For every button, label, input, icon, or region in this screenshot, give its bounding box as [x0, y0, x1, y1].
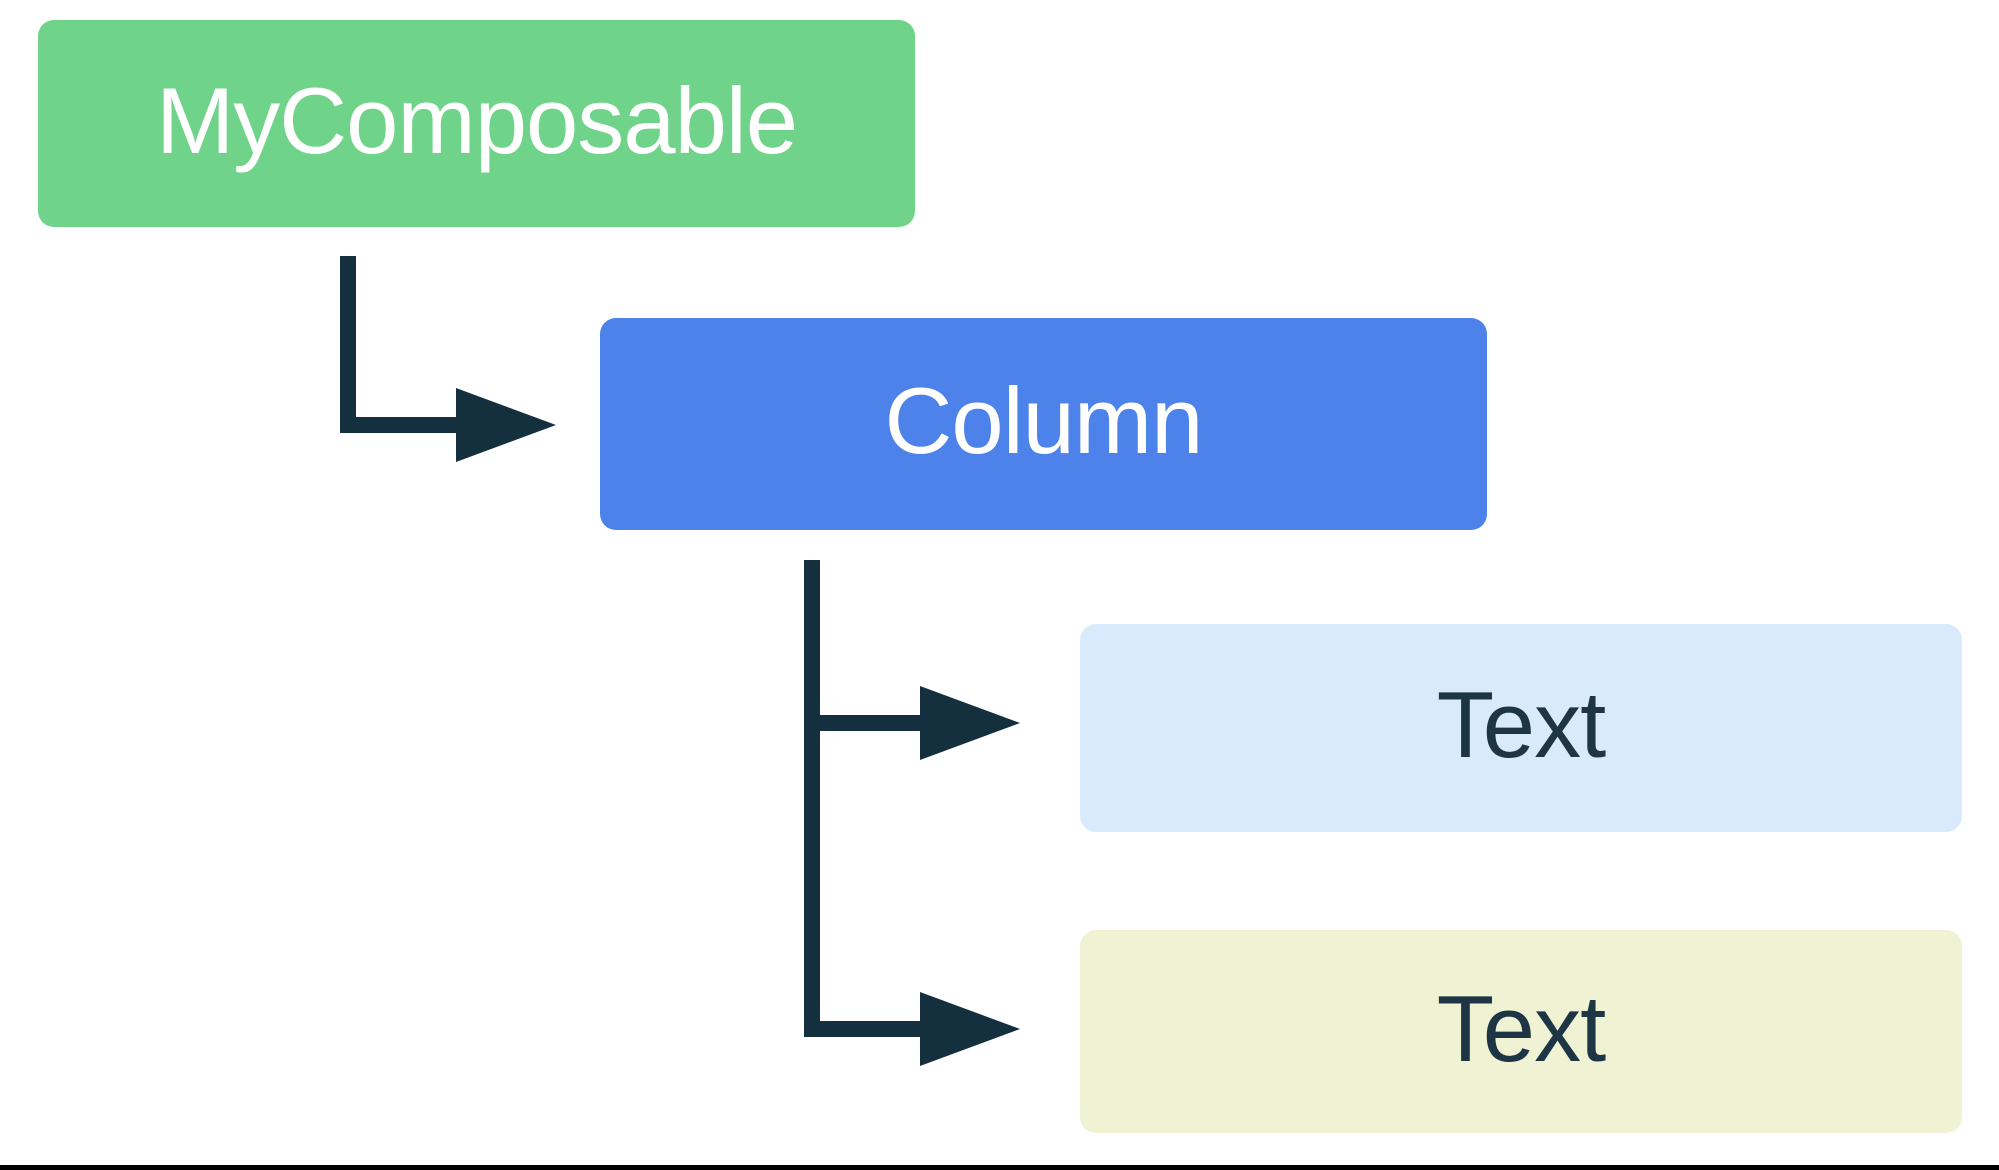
- node-column-label: Column: [884, 368, 1204, 473]
- connector-vertical-line: [804, 560, 820, 1037]
- arrowhead-icon: [920, 992, 1020, 1066]
- connector-horizontal-line: [804, 715, 920, 731]
- node-mycomposable-label: MyComposable: [155, 67, 798, 173]
- node-text-1-label: Text: [1436, 672, 1606, 777]
- connector-horizontal-line: [340, 417, 456, 433]
- connector-vertical-line: [340, 256, 356, 433]
- arrowhead-icon: [456, 388, 556, 462]
- bottom-border: [0, 1165, 1999, 1170]
- node-text-1: Text: [1080, 624, 1962, 832]
- arrowhead-icon: [920, 686, 1020, 760]
- node-mycomposable: MyComposable: [38, 20, 915, 227]
- node-text-2: Text: [1080, 930, 1962, 1133]
- node-column: Column: [600, 318, 1487, 530]
- node-text-2-label: Text: [1436, 975, 1606, 1081]
- connector-horizontal-line: [804, 1021, 920, 1037]
